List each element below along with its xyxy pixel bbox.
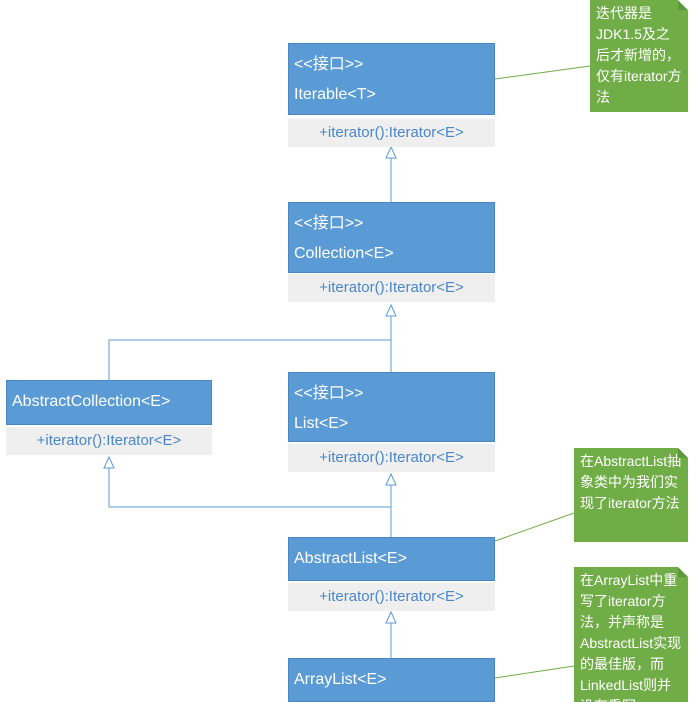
note-text: 迭代器是JDK1.5及之后才新增的，仅有iterator方法 bbox=[596, 5, 682, 105]
class-name: Iterable<T> bbox=[294, 86, 376, 103]
class-abstractlist[interactable]: AbstractList<E> +iterator():Iterator<E> bbox=[288, 537, 495, 611]
class-iterable[interactable]: <<接口>> Iterable<T> +iterator():Iterator<… bbox=[288, 43, 495, 147]
class-collection[interactable]: <<接口>> Collection<E> +iterator():Iterato… bbox=[288, 202, 495, 302]
generalization-abstractcollection-collection bbox=[108, 339, 391, 380]
class-arraylist[interactable]: ArrayList<E> bbox=[288, 658, 495, 702]
class-list[interactable]: <<接口>> List<E> +iterator():Iterator<E> bbox=[288, 372, 495, 472]
note-fold-corner bbox=[678, 0, 688, 10]
method-iterator: +iterator():Iterator<E> bbox=[288, 444, 495, 472]
class-name: Collection<E> bbox=[294, 245, 394, 262]
note-fold-corner bbox=[678, 567, 688, 577]
stereotype-label: <<接口>> bbox=[294, 385, 364, 402]
method-iterator: +iterator():Iterator<E> bbox=[288, 583, 495, 611]
class-name: AbstractList<E> bbox=[294, 550, 407, 567]
class-name: AbstractCollection<E> bbox=[12, 393, 171, 410]
note-text: 在AbstractList抽象类中为我们实现了iterator方法 bbox=[580, 453, 682, 511]
note-text: 在ArrayList中重写了iterator方法，并声称是AbstractLis… bbox=[580, 572, 682, 702]
stereotype-label: <<接口>> bbox=[294, 215, 364, 232]
stereotype-label: <<接口>> bbox=[294, 56, 364, 73]
method-iterator: +iterator():Iterator<E> bbox=[6, 427, 212, 455]
note-arraylist[interactable]: 在ArrayList中重写了iterator方法，并声称是AbstractLis… bbox=[574, 567, 688, 702]
method-iterator: +iterator():Iterator<E> bbox=[288, 274, 495, 302]
note-abstractlist[interactable]: 在AbstractList抽象类中为我们实现了iterator方法 bbox=[574, 448, 688, 542]
arrowhead-collection bbox=[385, 303, 397, 317]
class-name: ArrayList<E> bbox=[294, 671, 387, 688]
class-name: List<E> bbox=[294, 415, 349, 432]
arrowhead-iterable bbox=[385, 145, 397, 159]
note-link-iterable bbox=[494, 65, 591, 80]
method-iterator: +iterator():Iterator<E> bbox=[288, 119, 495, 147]
arrowhead-abstractcollection bbox=[103, 455, 115, 469]
note-link-abstractlist bbox=[494, 512, 575, 542]
note-iterable[interactable]: 迭代器是JDK1.5及之后才新增的，仅有iterator方法 bbox=[590, 0, 688, 112]
generalization-abstractlist-abstractcollection bbox=[108, 468, 391, 508]
note-fold-corner bbox=[678, 448, 688, 458]
class-abstractcollection[interactable]: AbstractCollection<E> +iterator():Iterat… bbox=[6, 380, 212, 455]
note-link-arraylist bbox=[494, 665, 575, 679]
arrowhead-list bbox=[385, 472, 397, 486]
arrowhead-abstractlist bbox=[385, 610, 397, 624]
